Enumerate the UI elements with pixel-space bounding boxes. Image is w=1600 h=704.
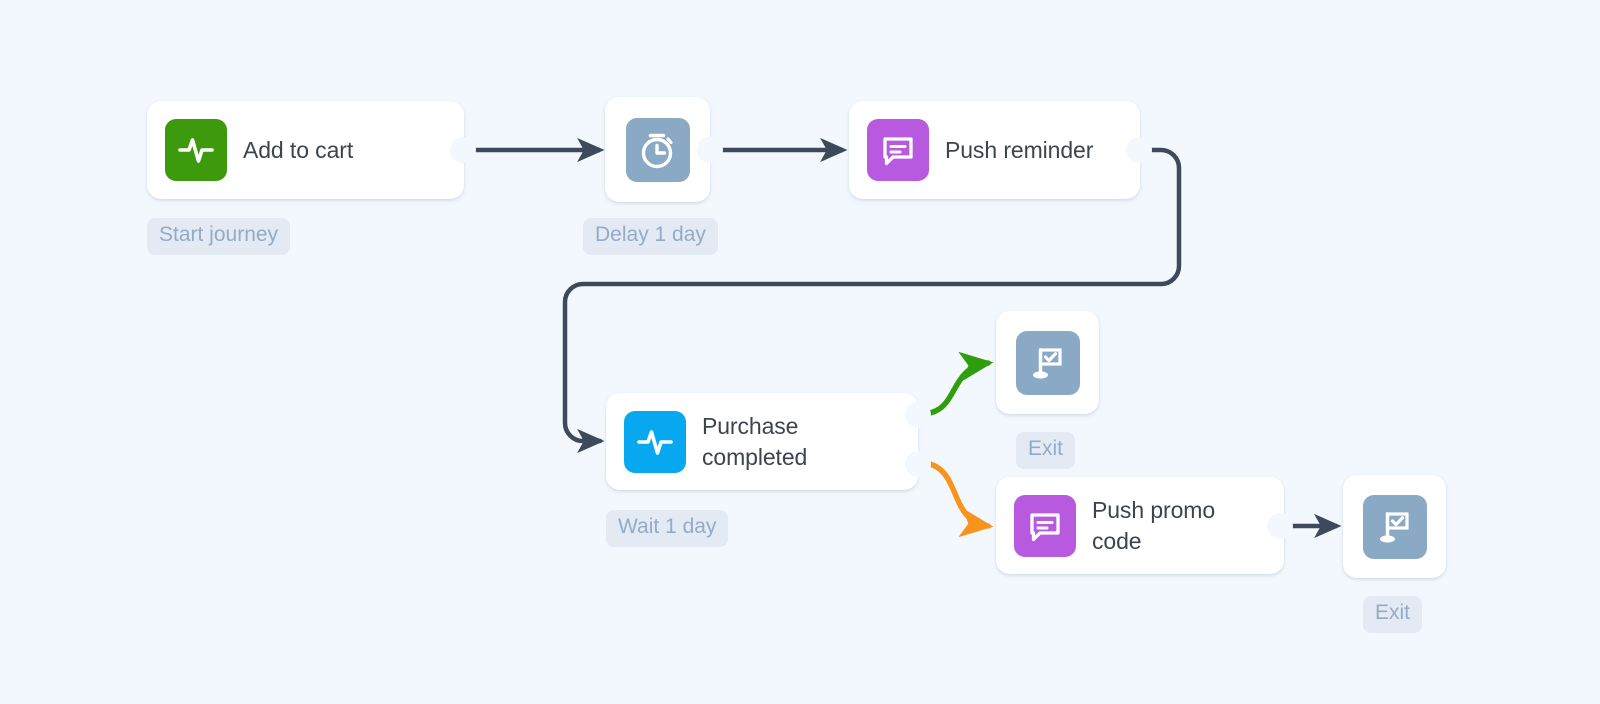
flag-check-icon	[1379, 511, 1409, 543]
caption-exit-bottom: Exit	[1363, 596, 1423, 633]
push-message-icon-tile	[1014, 494, 1076, 557]
node-push-reminder[interactable]: Push reminder	[849, 101, 1140, 199]
node-exit-bottom[interactable]	[1343, 475, 1446, 578]
node-title: Add to cart	[243, 136, 354, 163]
port-out-delay[interactable]	[696, 136, 723, 163]
flag-check-icon-tile	[1362, 494, 1427, 559]
push-message-icon	[1030, 512, 1060, 541]
node-push-promo-code[interactable]: Push promo code	[996, 477, 1284, 574]
port-out-purchase-completed-no[interactable]	[904, 450, 931, 477]
flag-check-icon-tile	[1015, 330, 1080, 395]
caption-wait-1-day: Wait 1 day	[606, 510, 729, 547]
node-title: Purchase completed	[702, 413, 808, 470]
node-title: Push promo code	[1092, 497, 1216, 554]
pulse-icon-tile	[624, 410, 686, 473]
pulse-icon	[637, 429, 673, 455]
caption-delay-1-day: Delay 1 day	[583, 218, 718, 255]
flag-check-icon	[1032, 347, 1062, 379]
caption-exit-top: Exit	[1016, 432, 1076, 469]
stopwatch-icon	[641, 133, 673, 168]
port-out-push-promo-code[interactable]	[1266, 512, 1293, 539]
node-exit-top[interactable]	[996, 311, 1099, 414]
caption-start-journey: Start journey	[147, 218, 291, 255]
node-delay[interactable]	[605, 97, 710, 202]
stopwatch-icon-tile	[625, 117, 690, 182]
pulse-icon-tile	[165, 119, 227, 181]
push-message-icon-tile	[867, 119, 929, 181]
edge-purchase-completed-no-to-push-promo-code	[922, 460, 994, 538]
port-out-purchase-completed-yes[interactable]	[904, 401, 931, 428]
node-add-to-cart[interactable]: Add to cart	[147, 101, 464, 199]
node-title: Push reminder	[945, 136, 1094, 163]
port-out-push-reminder[interactable]	[1125, 136, 1152, 163]
port-out-add-to-cart[interactable]	[449, 136, 476, 163]
node-purchase-completed[interactable]: Purchase completed	[606, 393, 918, 490]
pulse-icon	[178, 138, 214, 163]
push-message-icon	[883, 137, 913, 166]
edge-purchase-completed-yes-to-exit-top	[922, 351, 994, 417]
